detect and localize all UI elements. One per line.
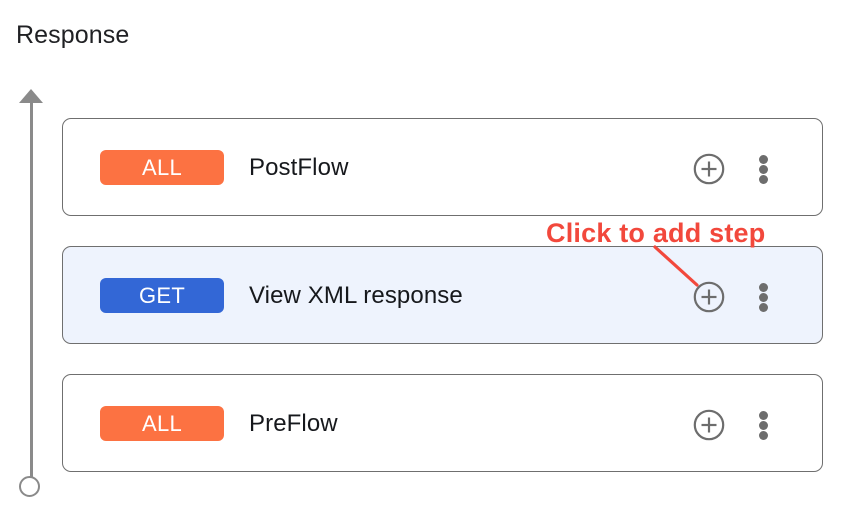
more-vertical-icon — [759, 165, 768, 174]
more-vertical-icon — [759, 175, 768, 184]
annotation-label: Click to add step — [546, 218, 766, 248]
more-vertical-icon — [759, 155, 768, 164]
flow-step-label: PostFlow — [249, 154, 349, 181]
more-vertical-icon — [759, 431, 768, 440]
plus-circle-icon — [693, 281, 725, 313]
method-badge: GET — [100, 278, 224, 313]
more-vertical-icon — [759, 421, 768, 430]
flow-step-card-selected[interactable]: GET View XML response — [62, 246, 823, 344]
flow-step-label: View XML response — [249, 282, 463, 309]
add-step-button[interactable] — [693, 409, 725, 441]
more-options-button[interactable] — [754, 151, 774, 187]
page-title: Response — [16, 21, 130, 49]
add-step-button[interactable] — [693, 153, 725, 185]
add-step-button[interactable] — [693, 281, 725, 313]
method-badge: ALL — [100, 150, 224, 185]
more-vertical-icon — [759, 303, 768, 312]
plus-circle-icon — [693, 153, 725, 185]
circle-endpoint-icon — [19, 476, 40, 497]
method-badge: ALL — [100, 406, 224, 441]
more-vertical-icon — [759, 283, 768, 292]
flow-step-label: PreFlow — [249, 410, 338, 437]
plus-circle-icon — [693, 409, 725, 441]
more-options-button[interactable] — [754, 279, 774, 315]
flow-axis — [0, 80, 62, 500]
more-options-button[interactable] — [754, 407, 774, 443]
flow-step-card[interactable]: ALL PreFlow — [62, 374, 823, 472]
more-vertical-icon — [759, 293, 768, 302]
axis-line — [30, 92, 33, 482]
more-vertical-icon — [759, 411, 768, 420]
flow-step-card[interactable]: ALL PostFlow — [62, 118, 823, 216]
